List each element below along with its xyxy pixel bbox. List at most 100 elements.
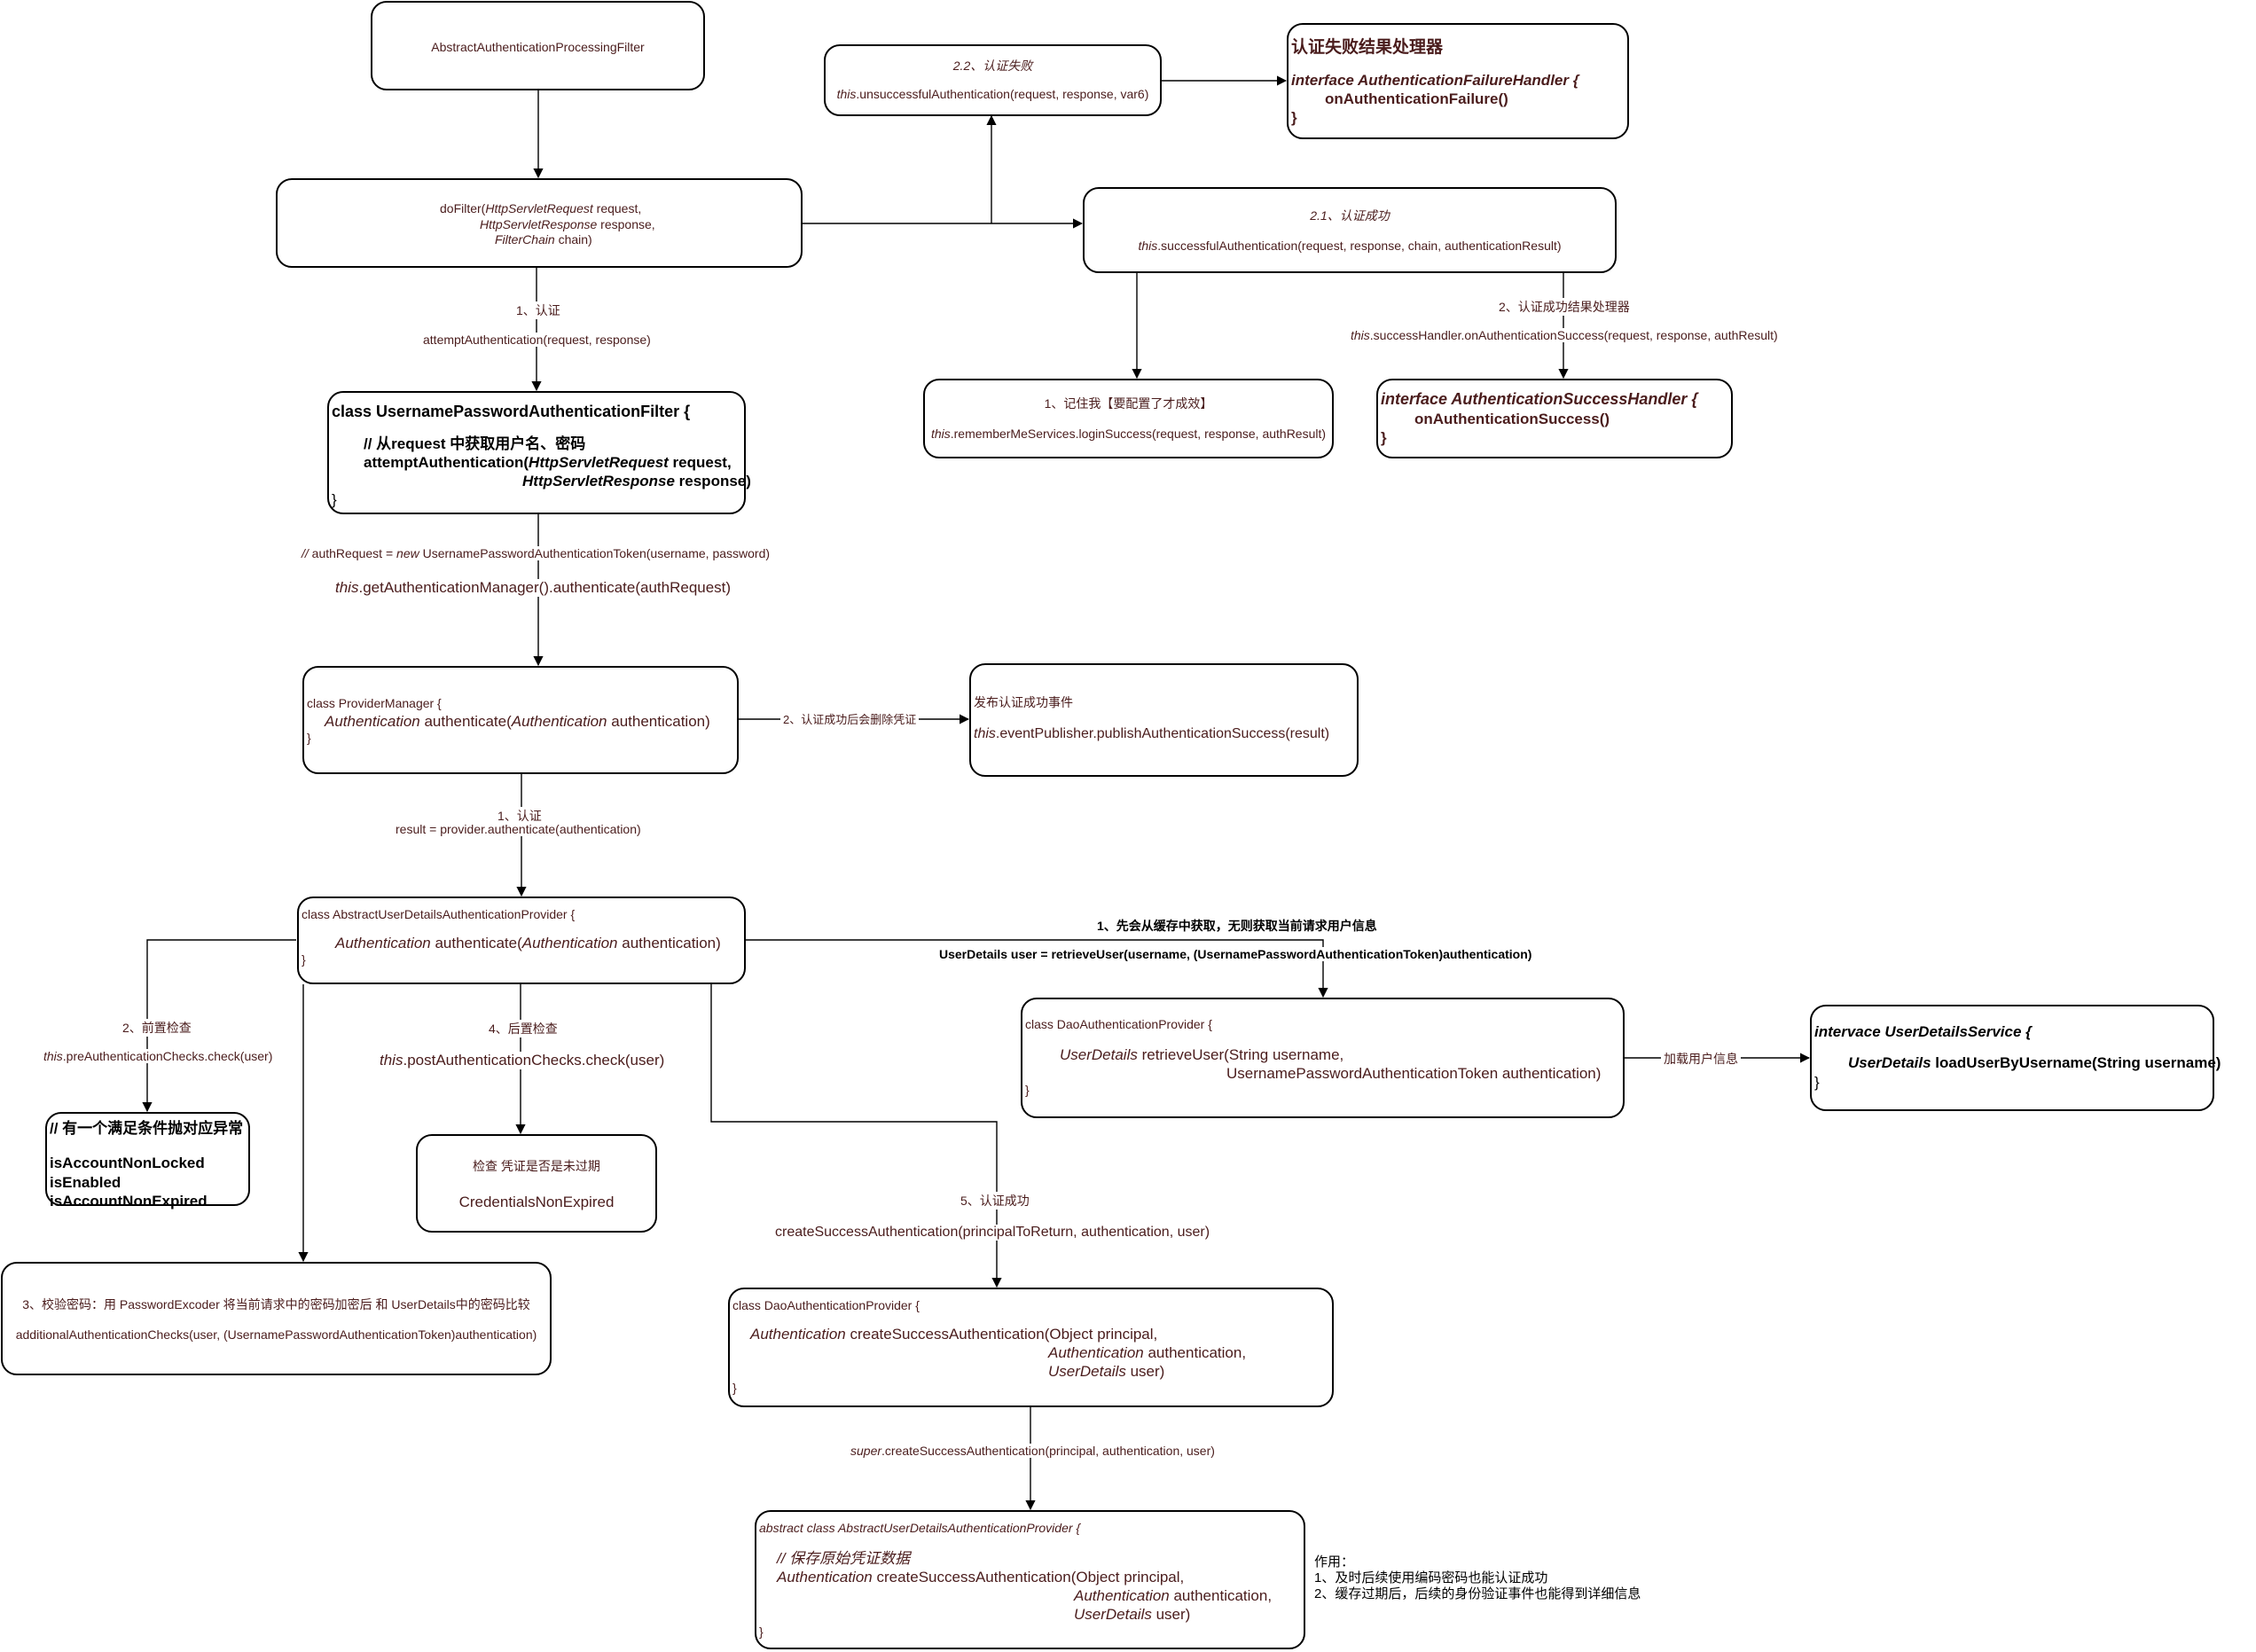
upaf-request-arg: request, xyxy=(668,453,732,471)
create-step: 5、认证成功 xyxy=(958,1192,1032,1210)
abstract-create-box: abstract class AbstractUserDetailsAuthen… xyxy=(755,1510,1305,1649)
precheck-enabled: isEnabled xyxy=(50,1173,121,1191)
token-label: // authRequest = new UsernamePasswordAut… xyxy=(299,546,773,560)
failure-handler-title: 认证失败结果处理器 xyxy=(1291,38,1444,57)
precheck-comment: // 有一个满足条件抛对应异常 xyxy=(50,1120,244,1137)
upaf-request-type: HttpServletRequest xyxy=(529,453,669,471)
dofilter-line1: doFilter( xyxy=(440,201,486,215)
successful-box: 2.1、认证成功 this.successfulAuthentication(r… xyxy=(1083,187,1617,273)
unsuccessful-title: 2.2、认证失败 xyxy=(952,59,1033,73)
dao-retrieve-return-type: UserDetails xyxy=(1060,1045,1138,1063)
purpose-title: 作用： xyxy=(1314,1554,1355,1570)
provider-auth-step: 1、认证 xyxy=(495,807,544,825)
upaf-response-arg: response) xyxy=(674,473,751,489)
abstract-provider-arg-type: Authentication xyxy=(521,934,618,951)
upaf-class: class UsernamePasswordAuthenticationFilt… xyxy=(332,403,691,420)
postcheck-credentials: CredentialsNonExpired xyxy=(458,1193,615,1210)
failure-handler-close: } xyxy=(1291,109,1297,127)
password-check-box: 3、校验密码：用 PasswordExcoder 将当前请求中的密码加密后 和 … xyxy=(1,1262,552,1375)
unsuccessful-this: this xyxy=(836,86,857,101)
unsuccessful-call: .unsuccessfulAuthentication(request, res… xyxy=(856,86,1149,101)
dofilter-request-arg: request, xyxy=(592,201,642,215)
dao-create-method: createSuccessAuthentication(Object princ… xyxy=(845,1325,1158,1343)
dao-create-class: class DaoAuthenticationProvider { xyxy=(732,1298,920,1312)
abstract-create-comment: // 保存原始凭证数据 xyxy=(777,1549,911,1567)
success-handler-interface: interface AuthenticationSuccessHandler { xyxy=(1381,390,1698,408)
dao-retrieve-method: retrieveUser(String username, xyxy=(1137,1045,1344,1063)
token-pre: authRequest = xyxy=(311,546,397,560)
dao-create-auth-arg: authentication, xyxy=(1143,1343,1247,1361)
upaf-method: attemptAuthentication( xyxy=(364,453,529,471)
abstract-create-return-type: Authentication xyxy=(777,1568,873,1585)
abstract-create-auth-type: Authentication xyxy=(1074,1587,1170,1604)
dao-create-auth-type: Authentication xyxy=(1048,1343,1144,1361)
abstract-provider-class: class AbstractUserDetailsAuthenticationP… xyxy=(302,907,576,921)
retrieve-call: UserDetails user = retrieveUser(username… xyxy=(936,947,1535,961)
token-post: UsernamePasswordAuthenticationToken(user… xyxy=(419,546,771,560)
dao-retrieve-class: class DaoAuthenticationProvider { xyxy=(1025,1017,1212,1031)
attempt-call: attemptAuthentication(request, response) xyxy=(420,333,654,347)
success-handler-method: onAuthenticationSuccess() xyxy=(1414,410,1610,427)
purpose-item-2: 2、缓存过期后，后续的身份验证事件也能得到详细信息 xyxy=(1314,1586,1641,1601)
precheck-this: this xyxy=(43,1049,63,1063)
success-handler-step: 2、认证成功结果处理器 xyxy=(1496,298,1633,316)
abstract-create-user-arg: user) xyxy=(1151,1606,1191,1624)
failure-handler-interface: interface AuthenticationFailureHandler { xyxy=(1291,71,1579,89)
postcheck-description: 检查 凭证是否是未过期 xyxy=(473,1159,600,1173)
dofilter-chain-type: FilterChain xyxy=(495,232,555,247)
provider-manager-box: class ProviderManager { Authentication a… xyxy=(302,666,739,774)
uds-interface: intervace UserDetailsService { xyxy=(1814,1023,2032,1040)
password-check-description: 3、校验密码：用 PasswordExcoder 将当前请求中的密码加密后 和 … xyxy=(22,1297,530,1311)
dao-retrieve-close: } xyxy=(1025,1083,1030,1097)
success-handler-close: } xyxy=(1381,428,1387,446)
filter-box: AbstractAuthenticationProcessingFilter xyxy=(371,1,705,90)
postcheck-box: 检查 凭证是否是未过期 CredentialsNonExpired xyxy=(416,1134,657,1233)
create-call: createSuccessAuthentication(principalToR… xyxy=(772,1225,1213,1241)
successful-call: .successfulAuthentication(request, respo… xyxy=(1157,238,1562,253)
abstract-create-close: } xyxy=(759,1624,764,1639)
purpose-item-1: 1、及时后续使用编码密码也能认证成功 xyxy=(1314,1570,1548,1585)
success-handler-this: this xyxy=(1351,328,1370,342)
abstract-provider-close: } xyxy=(302,951,306,967)
dofilter-request-type: HttpServletRequest xyxy=(485,201,593,215)
precheck-call: this.preAuthenticationChecks.check(user) xyxy=(41,1049,276,1063)
manager-this: this xyxy=(335,579,359,596)
publish-this: this xyxy=(974,725,996,741)
token-comment: // xyxy=(302,546,312,560)
precheck-non-locked: isAccountNonLocked xyxy=(50,1155,205,1172)
upaf-close: } xyxy=(332,491,337,509)
uds-return-type: UserDetails xyxy=(1848,1054,1931,1072)
remember-me-title: 1、记住我【要配置了才成效】 xyxy=(1044,396,1213,411)
provider-manager-arg-type: Authentication xyxy=(511,712,607,730)
uds-close: } xyxy=(1814,1073,1820,1091)
successful-title: 2.1、认证成功 xyxy=(1310,208,1390,223)
success-handler-call-text: .successHandler.onAuthenticationSuccess(… xyxy=(1369,328,1778,342)
upaf-response-type: HttpServletResponse xyxy=(522,473,675,489)
retrieve-step: 1、先会从缓存中获取，无则获取当前请求用户信息 xyxy=(1094,917,1380,935)
attempt-step: 1、认证 xyxy=(513,301,563,319)
manager-label: this.getAuthenticationManager().authenti… xyxy=(333,579,734,597)
password-check-call: additionalAuthenticationChecks(user, (Us… xyxy=(15,1327,537,1342)
remember-me-this: this xyxy=(930,426,951,441)
failure-handler-method: onAuthenticationFailure() xyxy=(1325,90,1508,107)
abstract-provider-method: authenticate( xyxy=(430,934,522,951)
success-handler-call: this.successHandler.onAuthenticationSucc… xyxy=(1348,328,1781,342)
erase-label: 2、认证成功后会删除凭证 xyxy=(780,710,920,727)
dao-retrieve-arg: UsernamePasswordAuthenticationToken auth… xyxy=(1226,1064,1602,1082)
success-handler-box: interface AuthenticationSuccessHandler {… xyxy=(1376,379,1733,458)
precheck-box: // 有一个满足条件抛对应异常 isAccountNonLocked isEna… xyxy=(45,1112,250,1210)
abstract-provider-box: class AbstractUserDetailsAuthenticationP… xyxy=(297,896,746,984)
dofilter-chain-arg: chain) xyxy=(554,232,592,247)
token-new-keyword: new xyxy=(396,546,419,560)
remember-me-box: 1、记住我【要配置了才成效】 this.rememberMeServices.l… xyxy=(923,379,1334,458)
uds-method: loadUserByUsername(String username) xyxy=(1931,1054,2221,1072)
unsuccessful-box: 2.2、认证失败 this.unsuccessfulAuthentication… xyxy=(824,44,1162,116)
purpose-note: 作用： 1、及时后续使用编码密码也能认证成功 2、缓存过期后，后续的身份验证事件… xyxy=(1314,1554,1641,1602)
provider-manager-class: class ProviderManager { xyxy=(307,696,442,710)
postcheck-step: 4、后置检查 xyxy=(486,1020,560,1037)
dao-create-user-type: UserDetails xyxy=(1048,1363,1126,1380)
arrow-to-dao-retrieve xyxy=(745,939,1328,998)
publish-title: 发布认证成功事件 xyxy=(974,695,1073,709)
user-details-service-box: intervace UserDetailsService { UserDetai… xyxy=(1810,1005,2221,1111)
upaf-box: class UsernamePasswordAuthenticationFilt… xyxy=(327,391,751,514)
